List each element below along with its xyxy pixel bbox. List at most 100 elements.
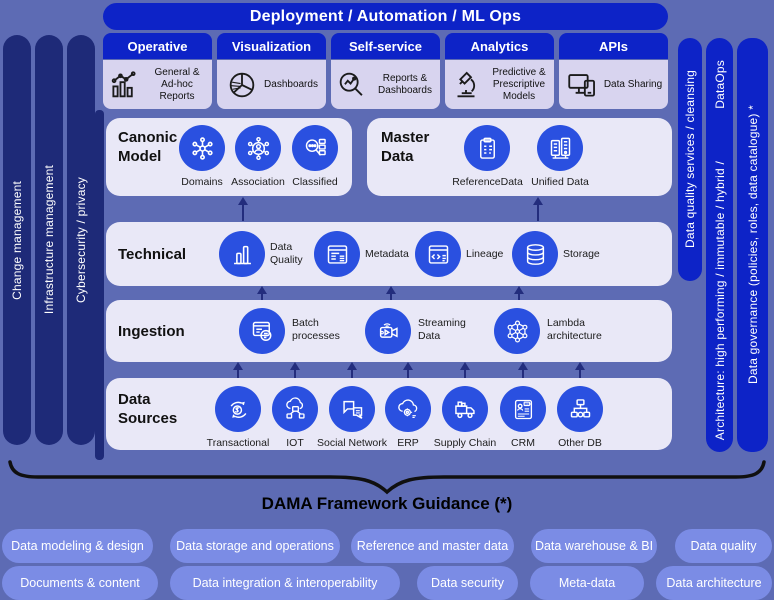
item-label: CRM bbox=[511, 437, 535, 449]
column-caption: Data Sharing bbox=[603, 78, 663, 90]
up-arrow bbox=[347, 362, 357, 378]
item-label: Lineage bbox=[466, 248, 504, 260]
magnifier-chart-icon bbox=[335, 68, 369, 102]
item-label: Supply Chain bbox=[433, 437, 497, 449]
erp-icon bbox=[385, 386, 431, 432]
dama-pill-label: Data architecture bbox=[666, 576, 762, 590]
dama-pill-label: Documents & content bbox=[20, 576, 140, 590]
item-label: ERP bbox=[397, 437, 419, 449]
item-label: Classified bbox=[292, 176, 338, 188]
item-label: Domains bbox=[181, 176, 223, 188]
column-header: Operative bbox=[127, 38, 188, 54]
dama-pill-label: Data warehouse & BI bbox=[534, 539, 654, 553]
dama-pill: Data integration & interoperability bbox=[170, 566, 400, 600]
deployment-banner: Deployment / Automation / ML Ops bbox=[103, 3, 668, 30]
dama-pill-label: Data storage and operations bbox=[176, 539, 334, 553]
column-header: Visualization bbox=[231, 38, 312, 54]
item-label: Storage bbox=[563, 248, 600, 260]
dama-pill-label: Reference and master data bbox=[356, 539, 509, 553]
dama-pill: Documents & content bbox=[2, 566, 158, 600]
unified-data-icon bbox=[537, 125, 583, 171]
pill-data-governance: Data governance (policies, roles, data c… bbox=[737, 38, 768, 452]
dama-pill-label: Data modeling & design bbox=[11, 539, 144, 553]
dama-pill: Data security bbox=[417, 566, 518, 600]
up-arrow bbox=[238, 197, 248, 221]
pill-architecture-dataops: DataOps Architecture: high performing / … bbox=[706, 38, 733, 452]
layer-title: Ingestion bbox=[118, 323, 185, 340]
pill-label: Data quality services / cleansing bbox=[683, 70, 697, 249]
dama-pill: Data architecture bbox=[656, 566, 772, 600]
dama-guidance-title: DAMA Framework Guidance (*) bbox=[261, 494, 513, 513]
dama-pill: Reference and master data bbox=[351, 529, 514, 563]
pill-data-quality-services: Data quality services / cleansing bbox=[678, 38, 702, 281]
curly-brace bbox=[8, 460, 766, 495]
iot-icon bbox=[272, 386, 318, 432]
pill-infrastructure-management: Infrastructure management bbox=[35, 35, 63, 445]
layer-title: Technical bbox=[118, 246, 187, 263]
batch-processes-icon bbox=[239, 308, 285, 354]
crm-icon: CRM bbox=[500, 386, 546, 432]
dama-pill-label: Data security bbox=[431, 576, 504, 590]
pill-label-dataops: DataOps bbox=[712, 60, 727, 109]
pill-label: Data governance (policies, roles, data c… bbox=[745, 105, 760, 385]
monitor-phone-icon bbox=[565, 68, 599, 102]
up-arrow bbox=[518, 362, 528, 378]
column-visualization: Visualization Dashboards bbox=[217, 33, 326, 109]
layer-technical bbox=[106, 222, 672, 286]
pill-label-architecture: Architecture: high performing / immutabl… bbox=[712, 160, 727, 440]
streaming-data-icon bbox=[365, 308, 411, 354]
column-self-service: Self-service Reports & Dashboards bbox=[331, 33, 440, 109]
item-label: Lambda architecture bbox=[547, 317, 602, 342]
deployment-banner-label: Deployment / Automation / ML Ops bbox=[249, 7, 522, 25]
up-arrow bbox=[290, 362, 300, 378]
dama-pill: Data warehouse & BI bbox=[531, 529, 657, 563]
reference-data-icon bbox=[464, 125, 510, 171]
lambda-architecture-icon bbox=[494, 308, 540, 354]
item-label: Batch processes bbox=[292, 317, 340, 342]
up-arrow bbox=[386, 286, 396, 300]
item-label: Streaming Data bbox=[418, 317, 466, 342]
item-label: ReferenceData bbox=[452, 176, 523, 188]
up-arrow bbox=[575, 362, 585, 378]
data-quality-icon bbox=[219, 231, 265, 277]
layer-title: Data Sources bbox=[118, 391, 178, 427]
item-label: Metadata bbox=[365, 248, 409, 260]
metadata-icon bbox=[314, 231, 360, 277]
pill-change-management: Change management bbox=[3, 35, 31, 445]
domains-icon bbox=[179, 125, 225, 171]
microscope-icon bbox=[449, 68, 483, 102]
dama-pill: Data storage and operations bbox=[170, 529, 340, 563]
classified-icon bbox=[292, 125, 338, 171]
dama-pill: Data quality bbox=[675, 529, 772, 563]
pill-label: Infrastructure management bbox=[42, 165, 56, 315]
up-arrow bbox=[233, 362, 243, 378]
up-arrow bbox=[257, 286, 267, 300]
pill-label: Change management bbox=[10, 180, 24, 300]
pie-chart-icon bbox=[225, 68, 259, 102]
lineage-icon bbox=[415, 231, 461, 277]
column-caption: Reports & Dashboards bbox=[378, 72, 432, 96]
bar-chart-icon bbox=[107, 68, 141, 102]
item-label: Unified Data bbox=[531, 176, 589, 188]
column-caption: Dashboards bbox=[264, 78, 318, 90]
up-arrow bbox=[533, 197, 543, 221]
item-label: Association bbox=[231, 176, 285, 188]
dama-pill-label: Data quality bbox=[690, 539, 757, 553]
item-label: Other DB bbox=[558, 437, 602, 449]
pill-label: Cybersecurity / privacy bbox=[74, 177, 88, 303]
column-header: Analytics bbox=[470, 38, 529, 54]
column-header: APIs bbox=[599, 38, 628, 54]
pill-cybersecurity-privacy: Cybersecurity / privacy bbox=[67, 35, 95, 445]
transactional-icon bbox=[215, 386, 261, 432]
up-arrow bbox=[514, 286, 524, 300]
dama-pill-label: Data integration & interoperability bbox=[192, 576, 378, 590]
left-accent-bar bbox=[95, 110, 104, 460]
dama-pill: Data modeling & design bbox=[2, 529, 153, 563]
layer-title: Canonic Model bbox=[118, 129, 178, 165]
column-caption: General & Ad-hoc Reports bbox=[154, 66, 200, 102]
layer-master-data bbox=[367, 118, 672, 196]
up-arrow bbox=[460, 362, 470, 378]
dama-pill: Meta-data bbox=[530, 566, 644, 600]
item-label: Social Network bbox=[316, 437, 388, 449]
